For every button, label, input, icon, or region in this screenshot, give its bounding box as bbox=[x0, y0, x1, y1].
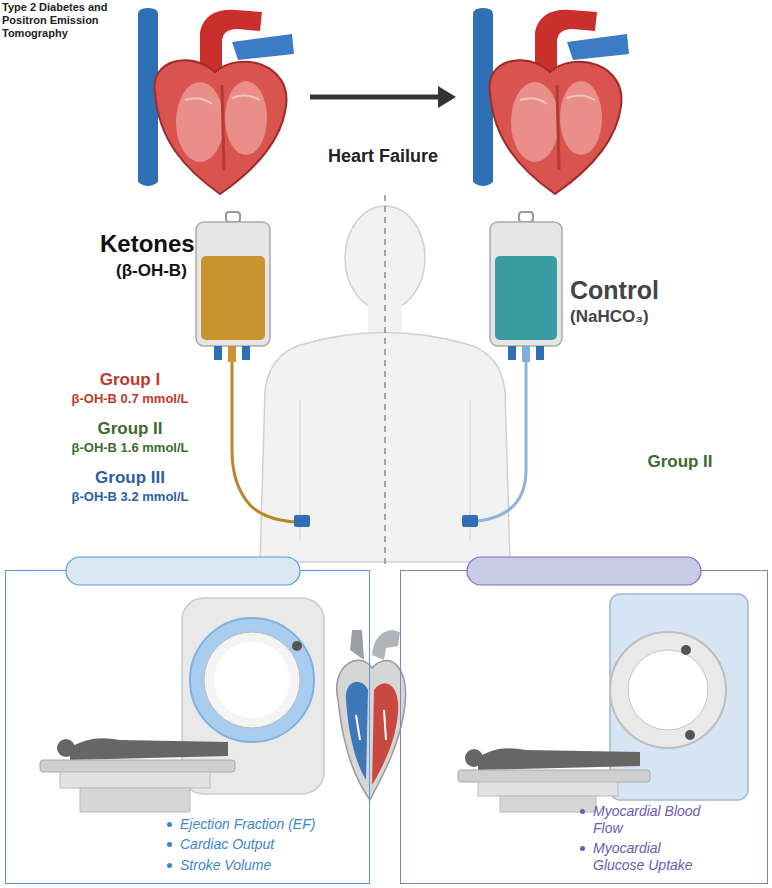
group-name: Group II bbox=[610, 452, 750, 472]
panel-tab bbox=[467, 557, 701, 585]
group-dose: β-OH-B 3.2 mmol/L bbox=[40, 490, 220, 505]
arm-subtitle: (β-OH-B) bbox=[116, 261, 187, 281]
pet-scanner bbox=[458, 594, 748, 812]
header-note: Type 2 Diabetes and bbox=[2, 1, 108, 14]
control-iv-bag bbox=[462, 212, 562, 527]
header-note: Positron Emission Tomography bbox=[2, 14, 132, 39]
metric-item: Cardiac Output bbox=[166, 836, 356, 853]
ketone-iv-bag bbox=[196, 212, 310, 527]
metric-item: Myocardial Blood Flow bbox=[579, 803, 707, 837]
group-name: Group II bbox=[40, 419, 220, 439]
heart-anatomy bbox=[337, 630, 406, 800]
progression-arrow bbox=[310, 95, 440, 100]
panel-tab bbox=[66, 557, 300, 585]
metric-list: Myocardial Blood FlowMyocardial Glucose … bbox=[579, 803, 707, 878]
arm-title: Ketones bbox=[100, 230, 195, 258]
metric-list: Ejection Fraction (EF) Cardiac OutputStro… bbox=[166, 816, 356, 878]
group-name: Group III bbox=[40, 468, 220, 488]
metric-item: Stroke Volume bbox=[166, 857, 356, 874]
bullet-dot bbox=[167, 863, 172, 868]
group-dose: β-OH-B 0.7 mmol/L bbox=[40, 392, 220, 407]
arm-subtitle: (NaHCO₃) bbox=[570, 307, 649, 327]
bullet-dot bbox=[580, 809, 585, 814]
arm-title: Control bbox=[570, 276, 659, 305]
bullet-dot bbox=[580, 846, 585, 851]
imaging-panel: Ejection Fraction (EF) Cardiac OutputStro… bbox=[5, 570, 370, 884]
group-name: Group I bbox=[40, 370, 220, 390]
arrow-head bbox=[438, 86, 456, 108]
group-dose: β-OH-B 1.6 mmol/L bbox=[40, 441, 220, 456]
divider-line bbox=[384, 195, 386, 566]
metric-item: Myocardial Glucose Uptake bbox=[579, 840, 707, 874]
heart-after bbox=[473, 8, 629, 194]
heart-before bbox=[138, 8, 294, 194]
imaging-panel: Myocardial Blood FlowMyocardial Glucose … bbox=[400, 570, 768, 884]
bullet-dot bbox=[167, 842, 172, 847]
mri-scanner bbox=[40, 598, 324, 812]
bullet-dot bbox=[167, 822, 172, 827]
metric-item: Ejection Fraction (EF) bbox=[166, 816, 356, 833]
arrow-label: Heart Failure bbox=[283, 146, 483, 167]
